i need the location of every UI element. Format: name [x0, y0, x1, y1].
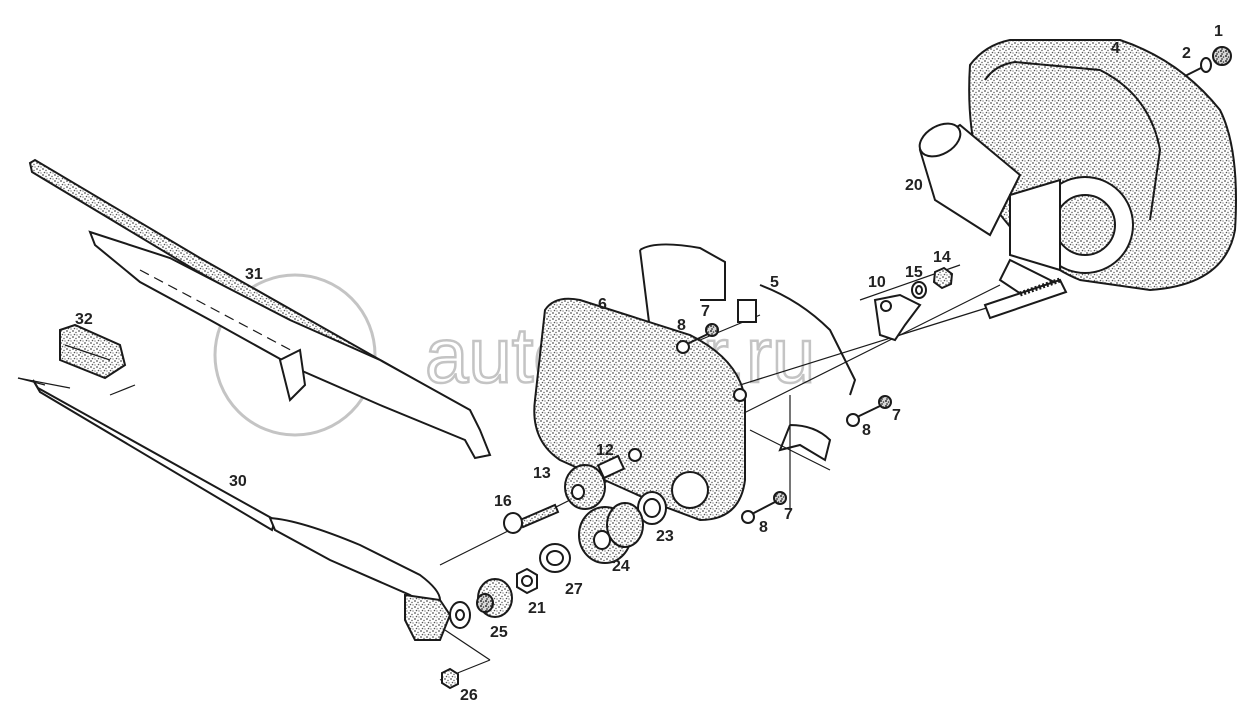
label-6: 6 — [598, 296, 607, 313]
seal-24 — [578, 502, 644, 564]
bolt-8b — [846, 405, 881, 427]
washer-15 — [911, 281, 927, 299]
bolt-16 — [503, 503, 560, 534]
wiper-blade-31 — [28, 158, 492, 460]
label-15: 15 — [905, 264, 923, 281]
bolt-8c — [741, 501, 776, 524]
wiper-arm-30 — [32, 379, 471, 641]
label-30: 30 — [229, 473, 247, 490]
label-8c: 8 — [759, 519, 768, 536]
label-25: 25 — [490, 624, 508, 641]
washer-7a — [705, 323, 719, 337]
bolt-8a — [676, 332, 711, 354]
spacer-12 — [596, 454, 626, 480]
screw-2 — [1184, 57, 1212, 77]
label-21: 21 — [528, 600, 546, 617]
bracket-10 — [873, 293, 922, 342]
label-26: 26 — [460, 687, 478, 704]
label-31: 31 — [245, 266, 263, 283]
washer-7c — [773, 491, 787, 505]
washer-23 — [637, 491, 667, 525]
nut-26 — [441, 667, 459, 690]
blade-adapter-32 — [59, 323, 127, 380]
washer-27 — [539, 543, 571, 573]
label-27: 27 — [565, 581, 583, 598]
wiper-motor — [918, 122, 1134, 320]
label-5: 5 — [770, 274, 779, 291]
part-labels: 1 2 4 5 6 7 7 7 8 8 8 10 12 13 14 15 16 … — [75, 23, 1223, 704]
washer-7b — [878, 395, 892, 409]
label-12: 12 — [596, 442, 614, 459]
label-4: 4 — [1111, 40, 1120, 57]
label-7b: 7 — [892, 407, 901, 424]
cap-25 — [476, 578, 513, 618]
label-13: 13 — [533, 465, 551, 482]
rubber-bushing-13 — [564, 464, 606, 510]
nut-14 — [932, 266, 954, 290]
label-2: 2 — [1182, 45, 1191, 62]
label-8b: 8 — [862, 422, 871, 439]
label-32: 32 — [75, 311, 93, 328]
label-14: 14 — [933, 249, 951, 266]
label-7c: 7 — [784, 506, 793, 523]
label-10: 10 — [868, 274, 886, 291]
cap-nut-1 — [1212, 46, 1232, 66]
nut-21 — [516, 567, 538, 595]
label-7a: 7 — [701, 303, 710, 320]
label-1: 1 — [1214, 23, 1223, 40]
label-23: 23 — [656, 528, 674, 545]
label-24: 24 — [612, 558, 630, 575]
label-20: 20 — [905, 177, 923, 194]
label-16: 16 — [494, 493, 512, 510]
label-8a: 8 — [677, 317, 686, 334]
